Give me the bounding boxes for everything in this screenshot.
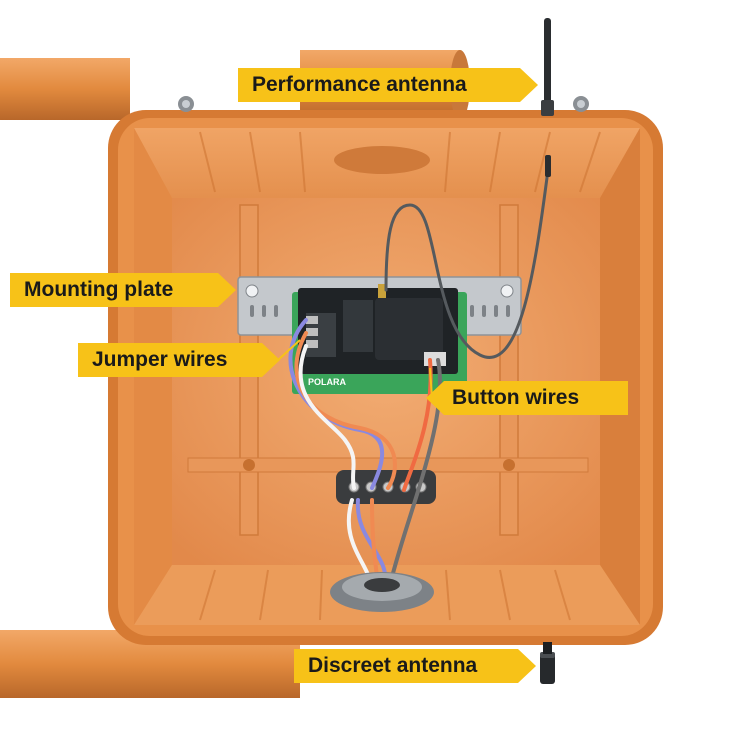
performance-antenna: [541, 18, 554, 177]
circuit-board: POLARA: [292, 284, 467, 394]
cable-gland: [330, 572, 434, 612]
board-brand-text: POLARA: [308, 377, 347, 387]
label-performance-antenna: Performance antenna: [238, 68, 538, 102]
label-button-wires: Button wires: [426, 381, 628, 415]
label-jumper-wires: Jumper wires: [78, 343, 280, 377]
discreet-antenna: [540, 642, 555, 684]
label-mounting-plate: Mounting plate: [10, 273, 236, 307]
label-discreet-antenna: Discreet antenna: [294, 649, 536, 683]
